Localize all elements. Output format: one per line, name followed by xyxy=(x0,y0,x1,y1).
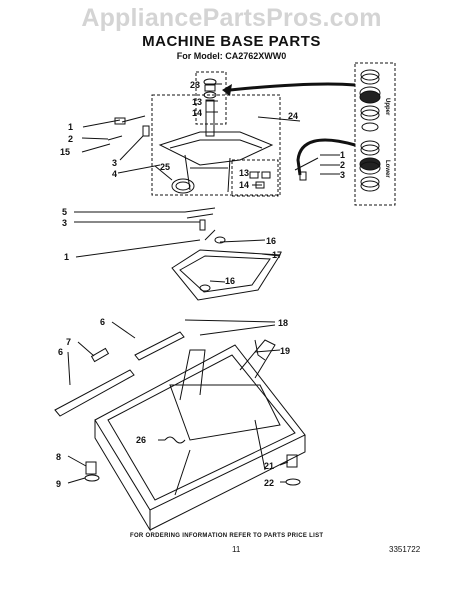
ordering-info: FOR ORDERING INFORMATION REFER TO PARTS … xyxy=(130,533,324,539)
cabinet-base-frame xyxy=(94,339,306,532)
callout-1-left: 1 xyxy=(68,122,73,132)
callout-25: 25 xyxy=(160,162,170,172)
arrow-to-lower-bearings xyxy=(296,138,356,176)
bearing-stack-lower xyxy=(359,140,381,192)
transmission-assembly xyxy=(158,78,274,193)
rail-6a xyxy=(134,331,185,361)
foot-9 xyxy=(84,474,100,482)
bolt-left xyxy=(121,115,146,123)
cable-26 xyxy=(164,436,186,444)
foot-22 xyxy=(285,478,301,486)
page-number: 11 xyxy=(232,545,241,554)
side-label-upper: Upper xyxy=(384,98,390,116)
bolt-right xyxy=(294,157,319,171)
callout-3-mid: 3 xyxy=(62,218,67,228)
rail-6b xyxy=(54,369,135,417)
callout-4: 4 xyxy=(112,169,117,179)
callout-1-mid: 1 xyxy=(64,252,69,262)
seal-ring xyxy=(171,178,195,194)
bracket-left xyxy=(142,125,150,137)
page-title: MACHINE BASE PARTS xyxy=(142,33,321,50)
callout-26: 26 xyxy=(136,435,146,445)
callout-16-lower: 16 xyxy=(225,276,235,286)
callout-8: 8 xyxy=(56,452,61,462)
callout-15: 15 xyxy=(60,147,70,157)
pad-16b xyxy=(199,284,211,292)
callout-22: 22 xyxy=(264,478,274,488)
dashed-box-top xyxy=(195,71,227,125)
callout-6-lower: 6 xyxy=(58,347,63,357)
callout-3-right: 3 xyxy=(340,170,345,180)
arrow-to-upper-bearings xyxy=(229,82,356,92)
side-label-lower: Lower xyxy=(384,160,390,178)
callout-16-upper: 16 xyxy=(266,236,276,246)
leveling-leg-21 xyxy=(286,454,298,468)
callout-13-lower: 13 xyxy=(239,168,249,178)
bearing-kit-panel xyxy=(354,62,396,206)
model-line: For Model: CA2762XWW0 xyxy=(176,51,287,61)
screw-left xyxy=(107,135,123,141)
callout-2-right: 2 xyxy=(340,160,345,170)
callout-13-upper: 13 xyxy=(192,97,202,107)
dashed-box-main xyxy=(151,94,281,196)
callout-3-left: 3 xyxy=(112,158,117,168)
callout-19: 19 xyxy=(280,346,290,356)
callout-9: 9 xyxy=(56,479,61,489)
callout-21: 21 xyxy=(264,461,274,471)
callout-5: 5 xyxy=(62,207,67,217)
callout-6-upper: 6 xyxy=(100,317,105,327)
pad-16a xyxy=(214,236,226,244)
callout-17: 17 xyxy=(272,250,282,260)
callout-18: 18 xyxy=(278,318,288,328)
callout-7: 7 xyxy=(66,337,71,347)
spring-19 xyxy=(254,339,266,361)
bearing-stack-upper xyxy=(359,69,381,132)
callout-2-left: 2 xyxy=(68,134,73,144)
callout-14-lower: 14 xyxy=(239,180,249,190)
bolt-7 xyxy=(90,347,110,363)
support-plate xyxy=(171,249,281,301)
watermark: AppliancePartsPros.com xyxy=(81,4,382,32)
callout-14-upper: 14 xyxy=(192,108,202,118)
part-number: 3351722 xyxy=(389,545,421,554)
callout-1-right: 1 xyxy=(340,150,345,160)
callout-24: 24 xyxy=(288,111,298,121)
callout-23: 23 xyxy=(190,80,200,90)
dashed-box-small xyxy=(231,159,279,197)
leveling-leg-8 xyxy=(85,461,97,475)
